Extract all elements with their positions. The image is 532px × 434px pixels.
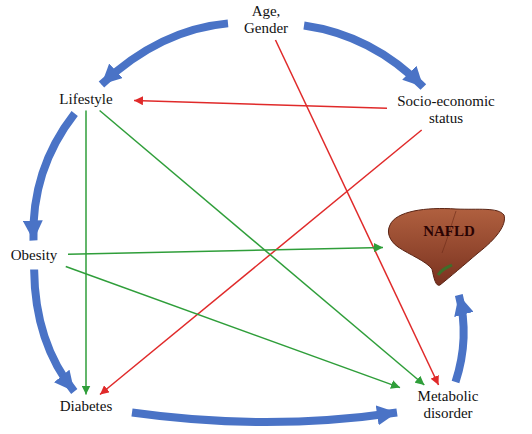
factor-label: Metabolic disorder — [403, 388, 493, 422]
factor-label: Lifestyle — [41, 91, 131, 108]
factor-label: Socio-economic status — [390, 93, 502, 127]
influence-arrow — [85, 111, 87, 395]
influence-arrow — [134, 100, 387, 108]
influence-arrow — [100, 130, 422, 395]
liver-node: NAFLD — [386, 203, 506, 289]
influence-arrow — [68, 247, 383, 254]
influence-arrow — [66, 267, 400, 388]
organ-label: NAFLD — [386, 203, 506, 240]
factor-text: Diabetes — [46, 398, 126, 415]
liver-illustration — [386, 203, 506, 289]
factor-label: Age, Gender — [234, 3, 298, 37]
factor-text: Lifestyle — [41, 91, 131, 108]
flow-arrow — [34, 270, 74, 392]
influence-arrow — [100, 111, 425, 386]
flow-arrow — [33, 114, 74, 241]
flow-arrow — [456, 295, 464, 382]
factor-text: Metabolic disorder — [403, 388, 493, 422]
factor-text: Socio-economic status — [390, 93, 502, 127]
factor-text: Obesity — [3, 247, 65, 264]
flow-arrow — [101, 23, 228, 84]
factor-text: Age, Gender — [234, 3, 298, 37]
factor-label: Obesity — [3, 247, 65, 264]
flow-arrow — [132, 412, 397, 422]
flow-arrow — [304, 25, 423, 87]
factor-label: Diabetes — [46, 398, 126, 415]
